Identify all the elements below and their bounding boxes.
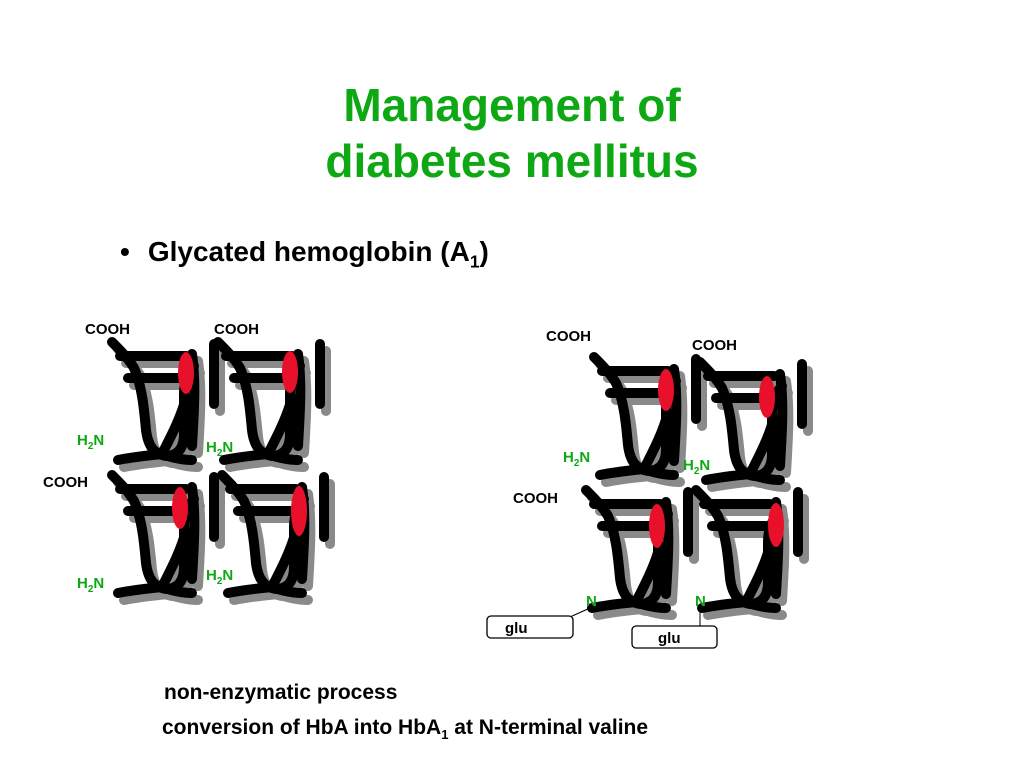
cooh-label-left-3: COOH (43, 474, 88, 491)
glu-connector-1 (569, 607, 591, 618)
globin-subunit-3 (112, 475, 220, 600)
bullet-subscript: 1 (469, 251, 480, 272)
heme-group-2 (282, 351, 298, 393)
globin-subunit-7 (586, 490, 694, 615)
globin-subunit-6 (700, 362, 808, 487)
glu-label-1: glu (505, 620, 528, 637)
globin-subunit-1 (112, 342, 220, 467)
heme-group-7 (649, 504, 665, 548)
title-line-1: Management of (343, 79, 681, 131)
heme-layer (172, 351, 784, 548)
globin-subunit-2 (218, 342, 326, 467)
h2n-label-left-3: H2N (206, 567, 233, 587)
globin-subunit-8 (696, 490, 804, 615)
h2n-label-left-4: H2N (77, 575, 104, 595)
h2n-label-right-2: H2N (683, 457, 710, 477)
h2n-label-left-2: H2N (206, 439, 233, 459)
cooh-label-left-1: COOH (85, 321, 130, 338)
bullet-dot: • (120, 236, 130, 267)
heme-group-3 (172, 487, 188, 529)
cooh-label-right-1: COOH (546, 328, 591, 345)
n-label-right-2: N (695, 593, 706, 610)
heme-group-8 (768, 503, 784, 547)
bullet-glycated-hemoglobin: • Glycated hemoglobin (A1) (120, 236, 489, 273)
globin-subunit-4 (222, 475, 330, 600)
heme-group-1 (178, 352, 194, 394)
caption-conversion-suffix: at N-terminal valine (448, 716, 649, 739)
cooh-label-right-3: COOH (513, 490, 558, 507)
caption-conversion: conversion of HbA into HbA1 at N-termina… (162, 716, 648, 742)
label-layer: COOH COOH COOH H2N H2N H2N H2N COOH COOH… (43, 321, 737, 649)
caption-conversion-text: conversion of HbA into HbA (162, 716, 442, 739)
cooh-label-left-2: COOH (214, 321, 259, 338)
h2n-label-right-1: H2N (563, 449, 590, 469)
glu-box-2 (631, 625, 718, 649)
caption-non-enzymatic: non-enzymatic process (164, 681, 398, 704)
title-line-2: diabetes mellitus (325, 135, 699, 187)
bullet-text: Glycated hemoglobin (A (147, 236, 470, 267)
heme-group-6 (759, 376, 775, 418)
cooh-label-right-2: COOH (692, 337, 737, 354)
h2n-label-left-1: H2N (77, 432, 104, 452)
bullet-suffix: ) (479, 236, 489, 267)
glu-label-2: glu (658, 630, 681, 647)
heme-group-4 (291, 486, 307, 536)
caption-conversion-subscript: 1 (441, 727, 449, 743)
glu-box-1 (486, 615, 574, 639)
n-label-right-1: N (586, 593, 597, 610)
heme-group-5 (658, 369, 674, 411)
